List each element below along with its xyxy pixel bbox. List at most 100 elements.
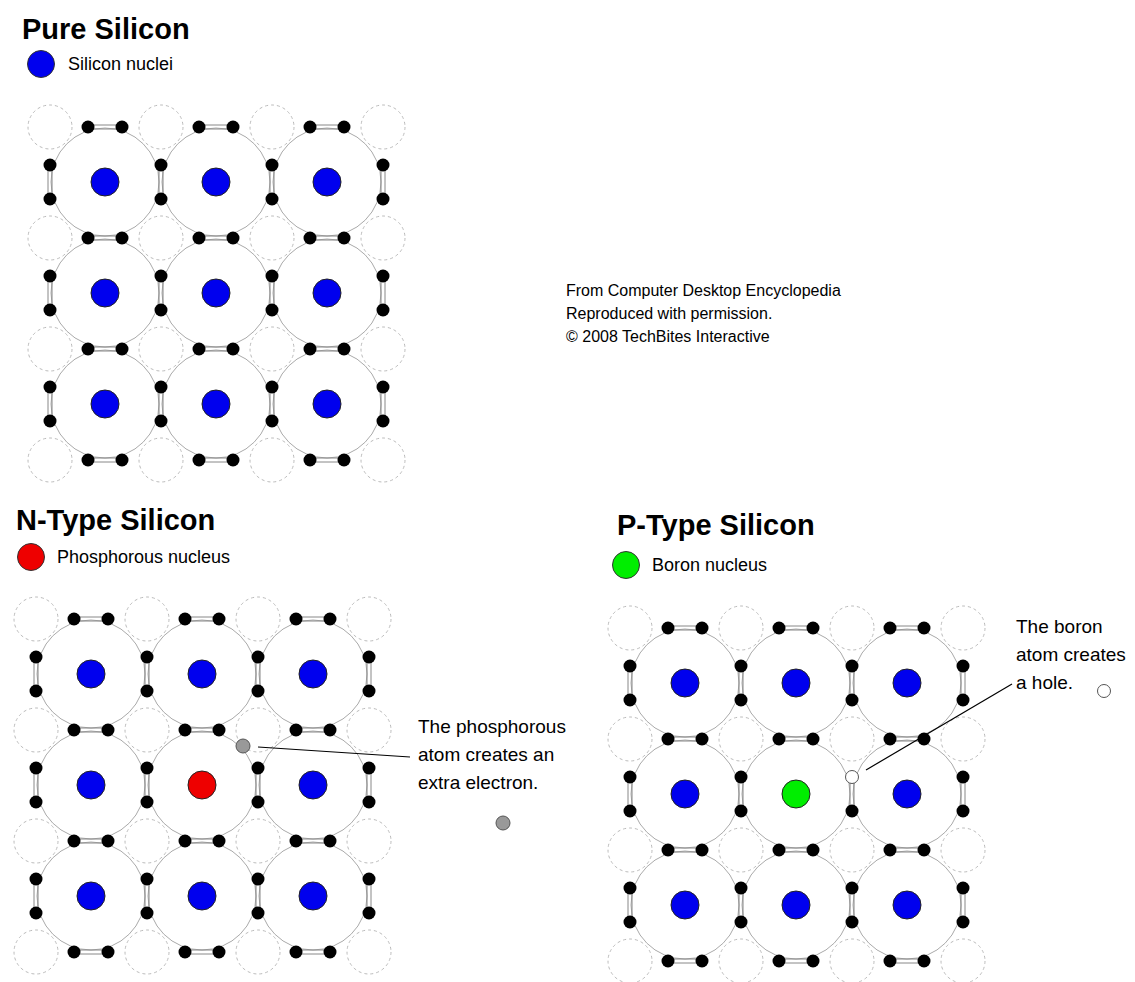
outer-orbit-arc (361, 105, 405, 149)
valence-electron (155, 304, 168, 317)
valence-electron (30, 873, 43, 886)
valence-electron (68, 724, 81, 737)
orbit-circle (273, 128, 381, 236)
copyright-note: From Computer Desktop Encyclopedia (566, 279, 841, 302)
outer-orbit-arc (941, 828, 985, 872)
nucleus (893, 669, 921, 697)
outer-orbit-arc (28, 216, 72, 260)
orbit-circle (37, 842, 145, 950)
callout-text: The phosphorous atom creates an extra el… (418, 713, 596, 797)
valence-electron (30, 796, 43, 809)
valence-electron (227, 454, 240, 467)
valence-electron (193, 454, 206, 467)
outer-orbit-arc (830, 606, 874, 650)
valence-electron (290, 946, 303, 959)
valence-electron (266, 270, 279, 283)
valence-electron (193, 232, 206, 245)
valence-electron (324, 835, 337, 848)
valence-electron (290, 835, 303, 848)
valence-electron (807, 622, 820, 635)
valence-electron (624, 660, 637, 673)
valence-electron (662, 733, 675, 746)
valence-electron (227, 232, 240, 245)
outer-orbit-arc (14, 597, 58, 641)
nucleus (91, 168, 119, 196)
outer-orbit-arc (125, 708, 169, 752)
valence-electron (363, 796, 376, 809)
valence-electron (116, 121, 129, 134)
valence-electron (44, 381, 57, 394)
valence-electron (44, 159, 57, 172)
valence-electron (957, 694, 970, 707)
outer-orbit-arc (14, 708, 58, 752)
outer-orbit-arc (125, 930, 169, 974)
nucleus (77, 660, 105, 688)
valence-electron (957, 916, 970, 929)
outer-orbit-arc (139, 327, 183, 371)
outer-orbit-arc (941, 606, 985, 650)
nucleus (188, 660, 216, 688)
orbit-circle (259, 842, 367, 950)
section-heading: P-Type Silicon (617, 508, 815, 542)
valence-electron (338, 343, 351, 356)
nucleus (671, 780, 699, 808)
valence-electron (338, 454, 351, 467)
valence-electron (102, 724, 115, 737)
valence-electron (68, 946, 81, 959)
orbit-circle (259, 620, 367, 728)
valence-electron (116, 232, 129, 245)
outer-orbit-arc (236, 597, 280, 641)
valence-electron (30, 685, 43, 698)
orbit-circle (631, 740, 739, 848)
valence-electron (266, 415, 279, 428)
outer-orbit-arc (125, 819, 169, 863)
copyright-note: Reproduced with permission. (566, 302, 772, 325)
valence-electron (846, 660, 859, 673)
nucleus (299, 882, 327, 910)
nucleus (893, 891, 921, 919)
valence-electron (324, 613, 337, 626)
outer-orbit-arc (830, 939, 874, 982)
valence-electron (266, 381, 279, 394)
valence-electron (44, 415, 57, 428)
valence-electron (624, 771, 637, 784)
valence-electron (68, 613, 81, 626)
valence-electron (324, 724, 337, 737)
orbit-circle (273, 239, 381, 347)
valence-electron (363, 907, 376, 920)
outer-orbit-arc (608, 939, 652, 982)
outer-orbit-arc (125, 597, 169, 641)
valence-electron (304, 121, 317, 134)
valence-electron (82, 121, 95, 134)
valence-electron (918, 622, 931, 635)
orbit-circle (51, 239, 159, 347)
orbit-circle (853, 851, 961, 959)
orbit-circle (273, 350, 381, 458)
outer-orbit-arc (608, 606, 652, 650)
valence-electron (807, 733, 820, 746)
nucleus (299, 771, 327, 799)
outer-orbit-arc (361, 216, 405, 260)
orbit-circle (162, 239, 270, 347)
hole-symbol (1098, 685, 1111, 698)
orbit-circle (631, 629, 739, 737)
valence-electron (773, 955, 786, 968)
outer-orbit-arc (608, 828, 652, 872)
section-heading: Pure Silicon (22, 12, 190, 46)
valence-electron (624, 916, 637, 929)
outer-orbit-arc (236, 930, 280, 974)
valence-electron (30, 651, 43, 664)
valence-electron (846, 916, 859, 929)
orbit-circle (631, 851, 739, 959)
valence-electron (213, 613, 226, 626)
nucleus (91, 390, 119, 418)
outer-orbit-arc (28, 327, 72, 371)
valence-electron (884, 622, 897, 635)
valence-electron (266, 304, 279, 317)
valence-electron (377, 193, 390, 206)
legend-text: Silicon nuclei (68, 53, 173, 75)
orbit-circle (37, 620, 145, 728)
valence-electron (227, 121, 240, 134)
valence-electron (884, 733, 897, 746)
nucleus (782, 780, 810, 808)
